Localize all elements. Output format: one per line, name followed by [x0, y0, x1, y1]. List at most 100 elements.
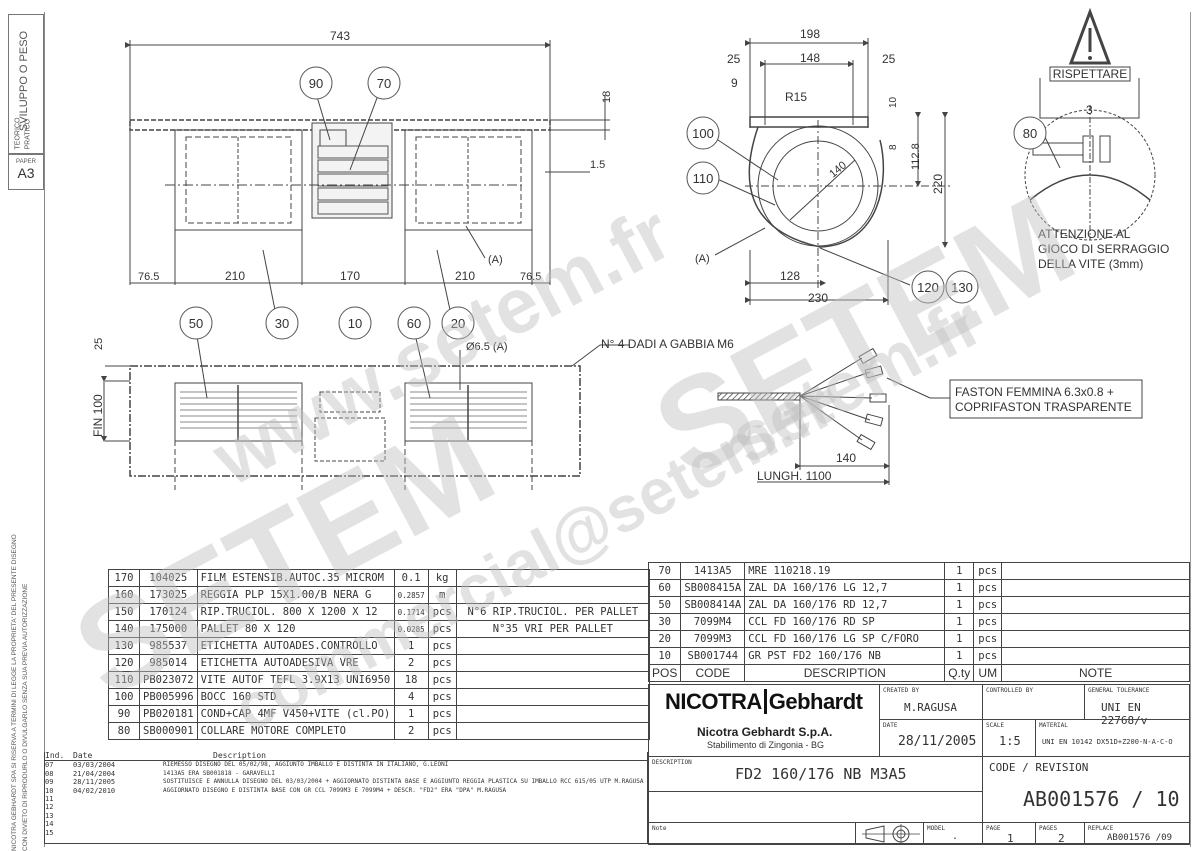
- brand-gebhardt: Gebhardt: [768, 689, 863, 714]
- paper-size: A3: [17, 165, 35, 181]
- rev-date: [73, 829, 163, 837]
- dim-bottom-2: 170: [340, 269, 360, 283]
- scale-value: 1:5: [999, 734, 1021, 748]
- bom-note: [1001, 613, 1190, 631]
- rev-desc: [163, 812, 647, 820]
- bom-qty: 1: [944, 596, 975, 614]
- bom-description: ETICHETTA AUTOADES.CONTROLLO: [196, 637, 395, 655]
- side-detail-ref-a: (A): [695, 253, 710, 265]
- dim-10: 10: [888, 96, 899, 108]
- bom-pos: 20: [647, 630, 682, 648]
- controlled-by-cell: CONTROLLED BY: [982, 684, 1085, 720]
- revision-row: 13: [45, 812, 647, 820]
- date-cell: DATE 28/11/2005: [879, 719, 983, 757]
- description-value: FD2 160/176 NB M3A5: [735, 765, 907, 783]
- dim-9: 9: [731, 76, 738, 90]
- faston-line-2: COPRIFASTON TRASPARENTE: [955, 400, 1132, 414]
- bom-qty: 2: [393, 654, 429, 672]
- bom-description: RIP.TRUCIOL. 800 X 1200 X 12: [196, 603, 395, 621]
- scale-label: SCALE: [986, 722, 1005, 729]
- dim-bottom-1: 210: [225, 269, 245, 283]
- bom-description: FILM ESTENSIB.AUTOC.35 MICROM: [196, 569, 395, 587]
- dim-bottom-4: 76.5: [520, 271, 541, 283]
- date-label: DATE: [883, 722, 898, 729]
- bom-code: 1413A5: [680, 562, 746, 580]
- rev-desc: [163, 820, 647, 828]
- bom-um: pcs: [427, 705, 457, 723]
- bom-qty: 0.1714: [393, 603, 429, 621]
- rev-header-desc: Description: [213, 751, 266, 760]
- bom-code: 104025: [139, 569, 198, 587]
- bom-pos: 170: [108, 569, 140, 587]
- pages-label: PAGES: [1039, 825, 1058, 832]
- rev-ind: 11: [45, 795, 54, 804]
- cable-harness: [717, 347, 1143, 485]
- rev-ind: 09: [45, 778, 54, 787]
- page-label: PAGE: [986, 825, 1001, 832]
- rev-date: [73, 803, 163, 811]
- detail-ref-a: (A): [488, 254, 503, 266]
- dim-198: 198: [800, 27, 820, 41]
- dim-bottom-0: 76.5: [138, 271, 159, 283]
- rev-ind: 12: [45, 803, 54, 812]
- bom-note: [1001, 596, 1190, 614]
- created-by-cell: CREATED BY M.RAGUSA: [879, 684, 983, 720]
- bom-um: pcs: [973, 562, 1003, 580]
- date-value: 28/11/2005: [898, 734, 977, 749]
- bom-note: [1001, 630, 1190, 648]
- balloon-70: 70: [377, 76, 391, 91]
- bom-um: pcs: [427, 688, 457, 706]
- dim-thickness: 1.5: [590, 159, 605, 171]
- replace-cell: REPLACE AB001576 /09: [1084, 822, 1190, 845]
- bom-note: [455, 671, 651, 689]
- bom-pos: 70: [647, 562, 682, 580]
- bom-qty: 1: [944, 613, 975, 631]
- bom-header-pos: POS: [647, 664, 682, 682]
- bom-description: COND+CAP 4MF V450+VITE (cl.PO): [196, 705, 395, 723]
- plant-name: Stabilimento di Zingonia - BG: [707, 740, 825, 750]
- left-margin-strip: [16, 12, 45, 847]
- bom-code: 7099M4: [680, 613, 746, 631]
- bom-description: REGGIA PLP 15X1.00/B NERA G: [196, 586, 395, 604]
- bom-pos: 30: [647, 613, 682, 631]
- rev-ind: 08: [45, 769, 54, 778]
- bom-um: m: [427, 586, 457, 604]
- top-view: [101, 329, 630, 490]
- brand-nicotra: NICOTRA: [665, 689, 762, 714]
- bom-pos: 80: [108, 722, 140, 740]
- bom-um: pcs: [973, 613, 1003, 631]
- rev-desc: AGGIORNATO DISEGNO E DISTINTA BASE CON G…: [163, 786, 507, 794]
- material-value: UNI EN 10142 DX51D+Z200-N-A-C-O: [1042, 738, 1173, 746]
- bom-qty: 4: [393, 688, 429, 706]
- copyright-line-1: NICOTRA GEBHARDT SPA SI RISERVA A TERMIN…: [11, 534, 18, 851]
- bom-qty: 1: [944, 562, 975, 580]
- revision-row: 15: [45, 829, 647, 837]
- dim-8: 8: [888, 144, 899, 150]
- first-angle-projection-icon: [862, 824, 920, 844]
- rev-date: 28/11/2005: [73, 778, 116, 787]
- bom-description: GR PST FD2 160/176 NB: [744, 647, 946, 665]
- bom-code: 170124: [139, 603, 198, 621]
- copyright-notice: NICOTRA GEBHARDT SPA SI RISERVA A TERMIN…: [9, 511, 31, 851]
- rev-date: [73, 820, 163, 828]
- page-cell: PAGE 1: [982, 822, 1036, 845]
- hole-diameter-label: Ø6.5 (A): [466, 341, 508, 353]
- bom-um: kg: [427, 569, 457, 587]
- revision-header: Ind. Date Description: [45, 751, 647, 762]
- front-view: [125, 40, 610, 311]
- bom-code: 175000: [139, 620, 198, 638]
- bom-qty: 0.2857: [393, 586, 429, 604]
- bom-note: [455, 586, 651, 604]
- bom-note: N°6 RIP.TRUCIOL. PER PALLET: [455, 603, 651, 621]
